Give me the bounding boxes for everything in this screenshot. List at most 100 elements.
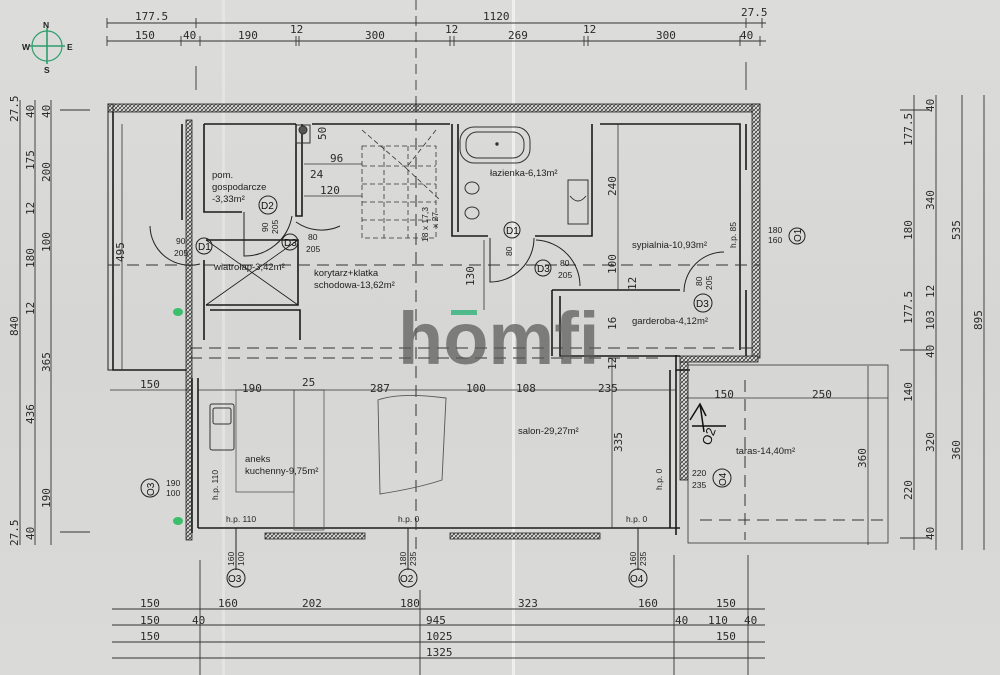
svg-text:495: 495	[114, 242, 127, 262]
svg-text:150: 150	[135, 29, 155, 42]
svg-text:80: 80	[560, 258, 570, 268]
svg-text:N: N	[43, 20, 49, 30]
door-tag-d3-wardrobe: D3 80 205	[693, 276, 714, 313]
svg-text:12: 12	[626, 277, 639, 290]
chimney-icon	[295, 124, 311, 144]
svg-text:160: 160	[768, 235, 782, 245]
svg-text:D1: D1	[506, 226, 519, 237]
interior-walls	[112, 112, 747, 535]
svg-text:O1: O1	[793, 228, 804, 242]
svg-text:12: 12	[24, 302, 37, 315]
svg-text:O4: O4	[630, 574, 644, 585]
window-tag-o1: O1 180 160 h.p. 85	[728, 222, 806, 248]
svg-text:335: 335	[612, 432, 625, 452]
svg-text:40: 40	[24, 527, 37, 540]
svg-text:S: S	[44, 65, 50, 75]
svg-text:D3: D3	[537, 264, 550, 275]
room-labels: pom. gospodarcze -3,33m² wiatrołap-3,42m…	[212, 168, 795, 477]
svg-text:175: 175	[24, 150, 37, 170]
svg-text:190: 190	[238, 29, 258, 42]
svg-text:140: 140	[902, 382, 915, 402]
axis-lines	[108, 100, 890, 550]
svg-text:h.p. 0: h.p. 0	[626, 514, 648, 524]
window-tag-o2-bottom: O2 180 235 h.p. 0	[398, 514, 420, 588]
door-swings	[149, 212, 725, 293]
door-tag-d2: D2 90 205	[258, 195, 280, 234]
svg-text:323: 323	[518, 597, 538, 610]
svg-text:180: 180	[768, 225, 782, 235]
window-tag-o4-bottom: O4 160 235 h.p. 0	[626, 514, 648, 588]
room-wiatrolap-label: wiatrołap-3,42m²	[213, 262, 285, 273]
right-dimension-labels: 177.5 180 177.5 140 220 40 340 12 103 40…	[902, 99, 985, 540]
door-tag-d1-left: D1 90 205	[174, 236, 213, 258]
door-tag-d3-bedroom: D3 80 205	[534, 258, 572, 280]
svg-text:h.p. 110: h.p. 110	[226, 514, 256, 524]
svg-text:160: 160	[218, 597, 238, 610]
svg-text:150: 150	[140, 614, 160, 627]
svg-text:220: 220	[692, 468, 706, 478]
svg-text:12: 12	[924, 285, 937, 298]
svg-text:h.p. 110: h.p. 110	[210, 470, 220, 500]
svg-text:190: 190	[40, 488, 53, 508]
svg-text:100: 100	[466, 382, 486, 395]
svg-text:40: 40	[40, 105, 53, 118]
svg-text:homfi: homfi	[398, 297, 599, 380]
handwritten-o2-mark: O2	[689, 402, 726, 447]
svg-text:80: 80	[308, 232, 318, 242]
top-dimensions	[106, 0, 766, 100]
svg-text:160: 160	[638, 597, 658, 610]
svg-text:365: 365	[40, 352, 53, 372]
green-marker	[173, 517, 183, 525]
svg-text:150: 150	[140, 378, 160, 391]
svg-text:27.5: 27.5	[741, 6, 768, 19]
svg-text:200: 200	[40, 162, 53, 182]
svg-text:40: 40	[675, 614, 688, 627]
svg-text:x 27: x 27	[430, 212, 440, 228]
svg-text:h.p. 0: h.p. 0	[654, 468, 664, 490]
svg-text:177.5: 177.5	[902, 291, 915, 324]
svg-text:150: 150	[140, 630, 160, 643]
svg-text:340: 340	[924, 190, 937, 210]
svg-text:D3: D3	[284, 238, 297, 249]
bathtub-icon	[459, 126, 531, 164]
svg-text:110: 110	[708, 614, 728, 627]
svg-text:h.p. 85: h.p. 85	[728, 222, 738, 248]
svg-text:205: 205	[704, 276, 714, 290]
svg-text:90: 90	[260, 222, 270, 232]
svg-text:24: 24	[310, 168, 324, 181]
svg-text:103: 103	[924, 310, 937, 330]
svg-text:120: 120	[320, 184, 340, 197]
svg-text:16: 16	[606, 317, 619, 330]
svg-text:177.5: 177.5	[902, 113, 915, 146]
svg-text:h.p. 0: h.p. 0	[398, 514, 420, 524]
svg-text:O2: O2	[699, 426, 719, 447]
green-marker	[173, 308, 183, 316]
svg-text:40: 40	[924, 99, 937, 112]
svg-text:90: 90	[176, 236, 186, 246]
compass-icon: N S W E	[22, 20, 73, 75]
homfi-watermark-logo: homfi	[398, 297, 599, 380]
svg-text:96: 96	[330, 152, 343, 165]
svg-text:1025: 1025	[426, 630, 453, 643]
room-garderoba-label: garderoba-4,12m²	[632, 316, 708, 327]
svg-text:D1: D1	[198, 242, 211, 253]
room-aneks-label: aneks	[245, 454, 271, 465]
svg-text:40: 40	[744, 614, 757, 627]
interior-dimension-labels: 50 96 24 120 130 240 100 12 16 12 495 15…	[114, 127, 869, 468]
room-lazienka-label: łazienka-6,13m²	[490, 168, 558, 179]
svg-text:-3,33m²: -3,33m²	[212, 194, 245, 205]
svg-text:100: 100	[606, 254, 619, 274]
svg-text:40: 40	[183, 29, 196, 42]
svg-text:240: 240	[606, 176, 619, 196]
svg-text:220: 220	[902, 480, 915, 500]
svg-text:360: 360	[950, 440, 963, 460]
left-dimension-labels: 27.5 840 27.5 40 175 12 180 12 436 40 40…	[8, 96, 53, 547]
svg-text:50: 50	[316, 127, 329, 140]
svg-text:180: 180	[902, 220, 915, 240]
svg-text:360: 360	[856, 448, 869, 468]
svg-text:108: 108	[516, 382, 536, 395]
left-dimensions	[19, 100, 90, 545]
bottom-dimension-labels: 150 160 202 180 323 160 150 150 40 945 4…	[140, 597, 757, 659]
svg-text:269: 269	[508, 29, 528, 42]
